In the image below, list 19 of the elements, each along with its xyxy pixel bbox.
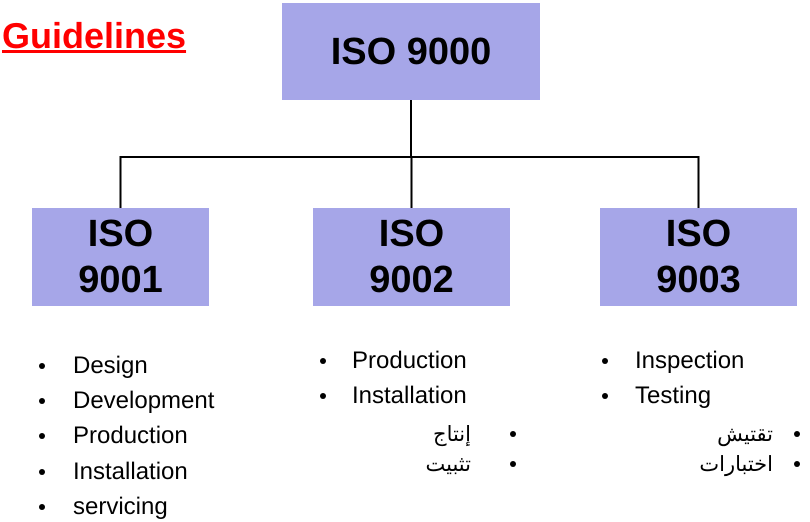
iso-box: ISO 9000 — [282, 3, 540, 100]
iso-box: ISO 9001 — [32, 208, 209, 306]
list-item: اختبارات — [699, 451, 773, 478]
list-item: Inspection — [635, 347, 744, 375]
iso-box: ISO 9002 — [313, 208, 510, 306]
list-item: Development — [73, 387, 214, 415]
list-item: تقتيش — [717, 421, 773, 448]
title: Guidelines — [2, 14, 186, 58]
list-item: Design — [73, 352, 148, 380]
list-item: servicing — [73, 493, 168, 521]
list-item: Testing — [635, 382, 712, 410]
list-item: Installation — [73, 458, 188, 486]
connector-line — [410, 100, 700, 208]
list-item: Installation — [352, 382, 467, 410]
iso-box: ISO 9003 — [600, 208, 797, 306]
list-item: Production — [352, 347, 467, 375]
list-item: Production — [73, 422, 188, 450]
list-item: تثبيت — [426, 451, 471, 478]
list-item: إنتاج — [433, 421, 471, 448]
